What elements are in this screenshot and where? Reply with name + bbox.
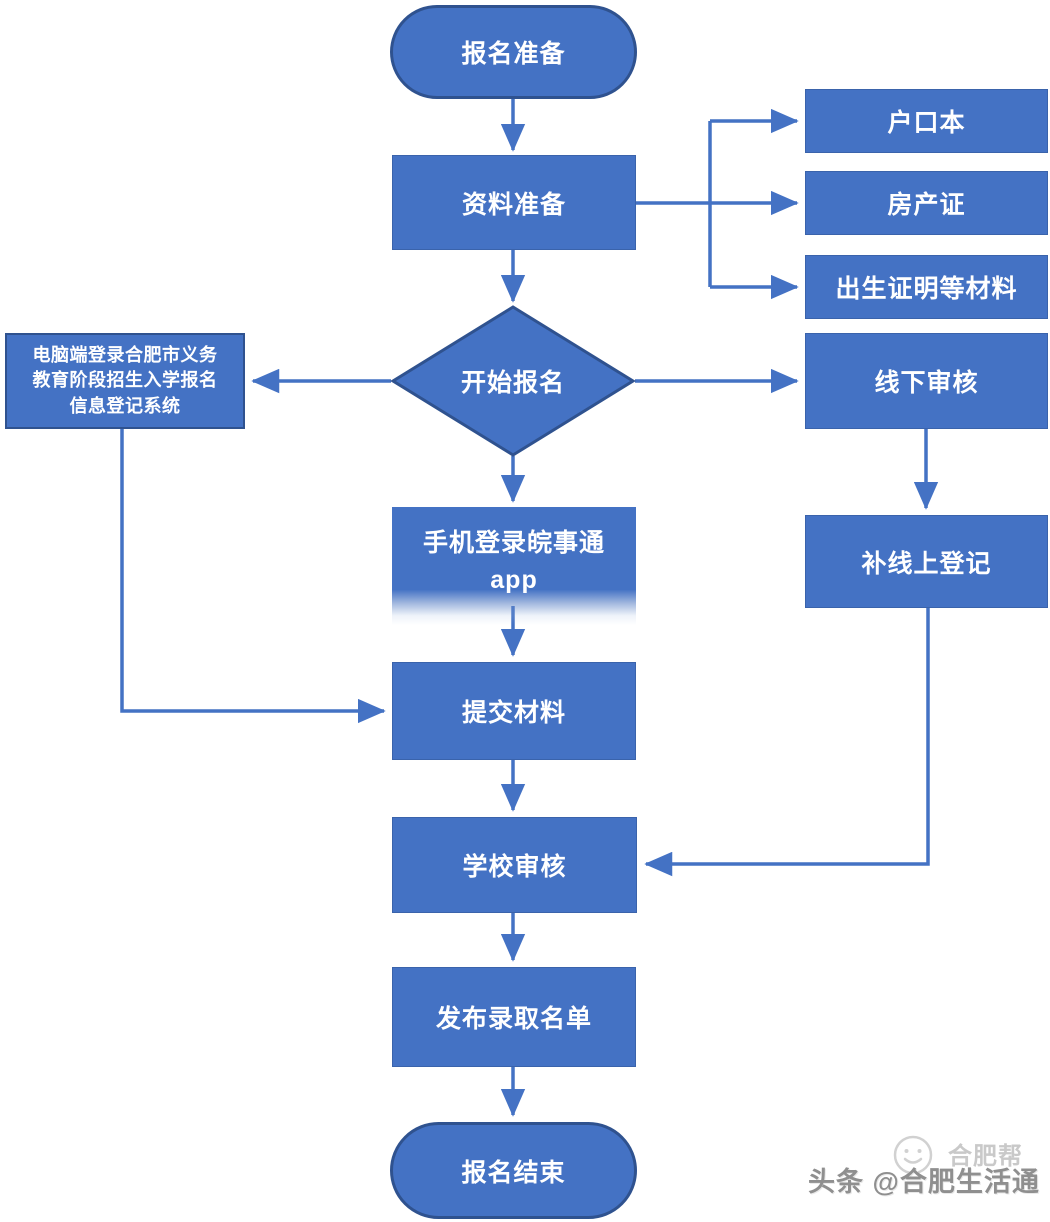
node-end-label: 报名结束 xyxy=(461,1158,566,1187)
node-mobile-app-label-line2: app xyxy=(490,566,538,594)
node-submit-materials: 提交材料 xyxy=(392,662,636,760)
node-pc-system: 电脑端登录合肥市义务教育阶段招生入学报名信息登记系统 xyxy=(5,333,245,429)
watermark-ghost-text: 合肥帮 xyxy=(948,1143,1023,1170)
watermark: 合肥帮 头条 @合肥生活通 xyxy=(800,1128,1050,1218)
node-mobile-app: 手机登录皖事通 app xyxy=(392,507,636,625)
node-birth-cert: 出生证明等材料 xyxy=(805,255,1048,319)
node-submit-materials-label: 提交材料 xyxy=(461,699,566,727)
node-material-prep-label: 资料准备 xyxy=(461,190,566,219)
node-mobile-app-label-line1: 手机登录皖事通 xyxy=(422,529,605,557)
node-begin-register-label: 开始报名 xyxy=(460,369,565,397)
node-supplement-online: 补线上登记 xyxy=(805,515,1048,608)
node-school-review: 学校审核 xyxy=(392,817,637,913)
node-end: 报名结束 xyxy=(390,1122,637,1219)
node-school-review-label: 学校审核 xyxy=(462,853,567,881)
node-publish-list: 发布录取名单 xyxy=(392,967,636,1067)
watermark-main-text: 头条 @合肥生活通 xyxy=(808,1167,1040,1197)
node-property-cert-label: 房产证 xyxy=(887,191,966,219)
node-hukou-book-label: 户口本 xyxy=(887,109,966,137)
node-supplement-online-label: 补线上登记 xyxy=(861,549,992,578)
node-material-prep: 资料准备 xyxy=(392,155,636,250)
node-birth-cert-label: 出生证明等材料 xyxy=(835,275,1018,303)
node-hukou-book: 户口本 xyxy=(805,89,1048,153)
node-offline-review-label: 线下审核 xyxy=(874,369,979,397)
node-offline-review: 线下审核 xyxy=(805,333,1048,429)
decision-diamond-shape xyxy=(390,305,636,457)
node-property-cert: 房产证 xyxy=(805,171,1048,235)
node-publish-list-label: 发布录取名单 xyxy=(435,1005,592,1033)
node-start-label: 报名准备 xyxy=(461,40,566,68)
node-start: 报名准备 xyxy=(390,5,637,99)
node-pc-system-label: 电脑端登录合肥市义务教育阶段招生入学报名信息登记系统 xyxy=(32,344,218,416)
smiley-face-icon xyxy=(893,1135,933,1175)
node-begin-register: 开始报名 xyxy=(413,345,613,417)
